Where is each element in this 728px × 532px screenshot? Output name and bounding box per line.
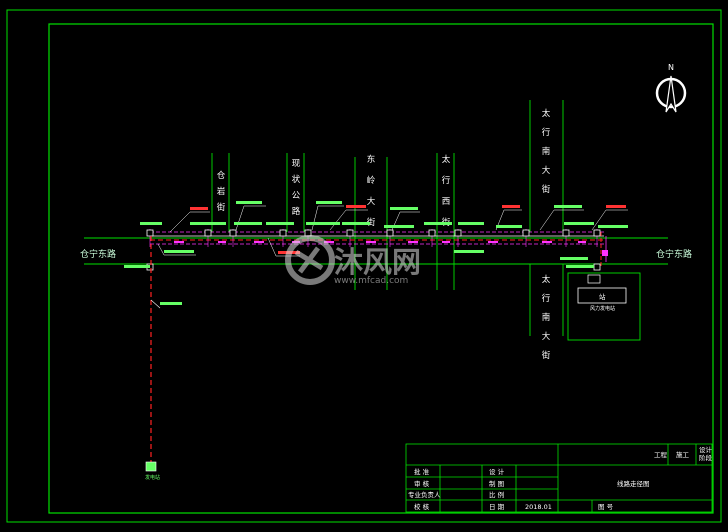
road-label-left: 仓宁东路: [80, 248, 116, 260]
street-text-host: 仓岩街现状公路东岭大街太行西街太行南大街太行南大街: [217, 108, 551, 361]
tb-stage-extra-1: 设计: [699, 445, 713, 454]
tb-project-prefix: 工程: [654, 450, 668, 459]
title-block-text: 工程 施工 设计 阶段 批 准 审 核 专业负责人 校 核 设 计 制 图 比 …: [408, 445, 713, 511]
tb-date: 2018.01: [525, 503, 552, 511]
generator: 发电站: [145, 461, 160, 481]
cross-streets: [211, 100, 564, 336]
title-block: [405, 443, 713, 513]
substation-box-label: 站: [599, 292, 606, 301]
north-arrow: N: [655, 63, 687, 113]
cable-route: [146, 229, 607, 462]
watermark: 沐风网 www.mfcad.com: [285, 235, 421, 286]
watermark-brand: 沐风网: [334, 245, 421, 279]
street-label-taihang-s: 太行南大街: [542, 274, 551, 361]
street-label-cangyan: 仓岩街: [217, 170, 226, 213]
tb-stage: 施工: [676, 450, 690, 459]
street-label-taihangxi: 太行西街: [442, 154, 451, 228]
substation-caption: 风力发电站: [590, 305, 615, 312]
tb-role-l2: 专业负责人: [408, 490, 441, 499]
tb-role-m0: 设 计: [489, 467, 505, 476]
street-label-xianzhuang: 现状公路: [292, 159, 301, 217]
main-road: 仓宁东路 仓宁东路: [80, 237, 692, 265]
outer-frame: [6, 9, 722, 523]
tb-role-l0: 批 准: [414, 467, 430, 476]
street-label-taihang-n: 太行南大街: [542, 108, 551, 195]
tb-stage-extra-2: 阶段: [699, 453, 713, 462]
route-tags: [157, 205, 628, 257]
road-label-right: 仓宁东路: [656, 248, 692, 260]
generator-label: 发电站: [145, 474, 160, 481]
inner-frame: [48, 23, 714, 514]
tb-drawing-no-label: 图 号: [598, 503, 614, 511]
tb-drawing-title: 线路走径图: [617, 479, 650, 488]
north-label: N: [668, 63, 674, 72]
substation: 站 风力发电站: [567, 272, 641, 341]
tb-role-m3: 日 期: [489, 503, 505, 511]
tb-role-l1: 审 核: [414, 479, 430, 488]
street-label-dongling: 东岭大街: [367, 154, 376, 228]
tb-role-l3: 校 核: [414, 502, 430, 511]
tb-role-m1: 制 图: [489, 479, 504, 488]
tb-role-m2: 比 例: [489, 490, 504, 499]
watermark-url: www.mfcad.com: [334, 276, 408, 286]
